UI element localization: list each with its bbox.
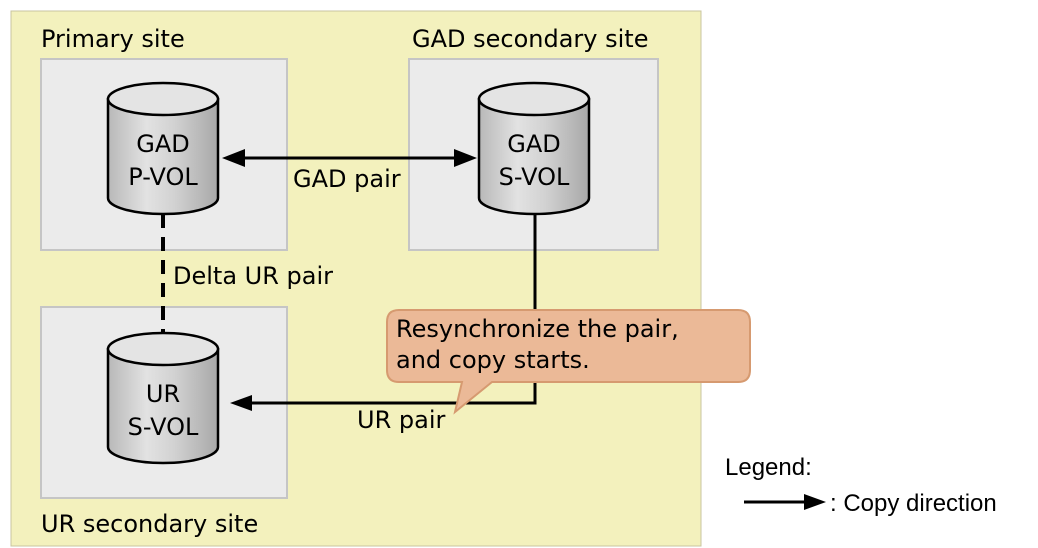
gad-pvol-label-line1: GAD xyxy=(136,130,190,158)
legend: Legend: : Copy direction xyxy=(725,454,997,517)
gad-svol-cylinder: GAD S-VOL xyxy=(477,81,591,216)
gad-svol-label-line2: S-VOL xyxy=(499,163,570,191)
gad-pair-arrowhead-right xyxy=(454,149,477,167)
gad-svol-label-line1: GAD xyxy=(507,130,561,158)
resync-callout: Resynchronize the pair, and copy starts. xyxy=(386,309,751,415)
callout-text-line2: and copy starts. xyxy=(396,346,590,374)
ur-svol-cylinder: UR S-VOL xyxy=(106,331,220,465)
delta-ur-pair-label: Delta UR pair xyxy=(173,262,333,290)
ur-pair-line xyxy=(246,214,537,405)
legend-arrowhead xyxy=(804,494,826,510)
ur-svol-label-line2: S-VOL xyxy=(128,413,199,441)
legend-copy-direction-label: : Copy direction xyxy=(830,490,997,517)
legend-title: Legend: xyxy=(725,454,812,481)
gad-pvol-label-line2: P-VOL xyxy=(128,163,198,191)
ur-pair-arrowhead xyxy=(230,395,252,411)
gad-pair-label: GAD pair xyxy=(293,165,401,193)
ur-secondary-site-label: UR secondary site xyxy=(41,510,258,538)
ur-pair-label: UR pair xyxy=(357,406,445,434)
gad-pvol-cylinder: GAD P-VOL xyxy=(106,81,220,216)
callout-text-line1: Resynchronize the pair, xyxy=(396,315,679,343)
gad-pair-arrowhead-left xyxy=(222,149,245,167)
primary-site-label: Primary site xyxy=(41,25,185,53)
ur-svol-label-line1: UR xyxy=(146,380,180,408)
gad-secondary-site-label: GAD secondary site xyxy=(412,25,648,53)
